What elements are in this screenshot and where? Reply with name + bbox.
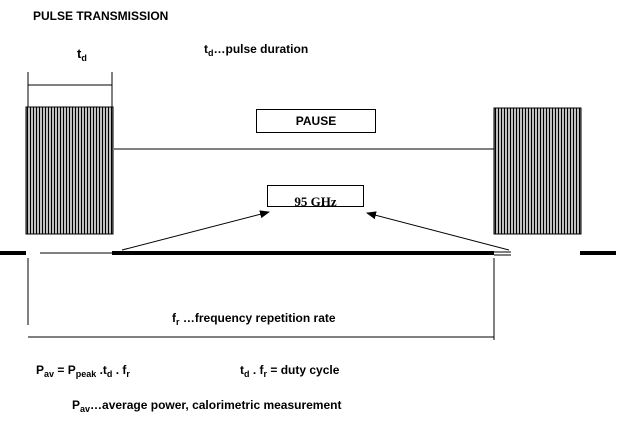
td-label: td: [77, 46, 87, 63]
pause-label: PAUSE: [295, 114, 337, 128]
frequency-box: 95 GHz: [267, 185, 364, 207]
average-power-formula: Pav = Ppeak .td . fr: [36, 363, 130, 379]
diagram-title: PULSE TRANSMISSION: [33, 9, 169, 23]
pulse-block-right: [493, 107, 582, 235]
average-power-definition: Pav…average power, calorimetric measurem…: [72, 398, 342, 414]
arrow-right: [366, 211, 510, 251]
arrow-left: [121, 210, 270, 251]
frequency-label: 95 GHz: [294, 194, 337, 207]
td-definition: td…pulse duration: [204, 42, 309, 58]
pulse-block-left: [25, 106, 114, 235]
pause-box: PAUSE: [256, 109, 376, 133]
fr-definition: fr …frequency repetition rate: [172, 311, 336, 327]
duty-cycle-definition: td . fr = duty cycle: [240, 363, 340, 379]
